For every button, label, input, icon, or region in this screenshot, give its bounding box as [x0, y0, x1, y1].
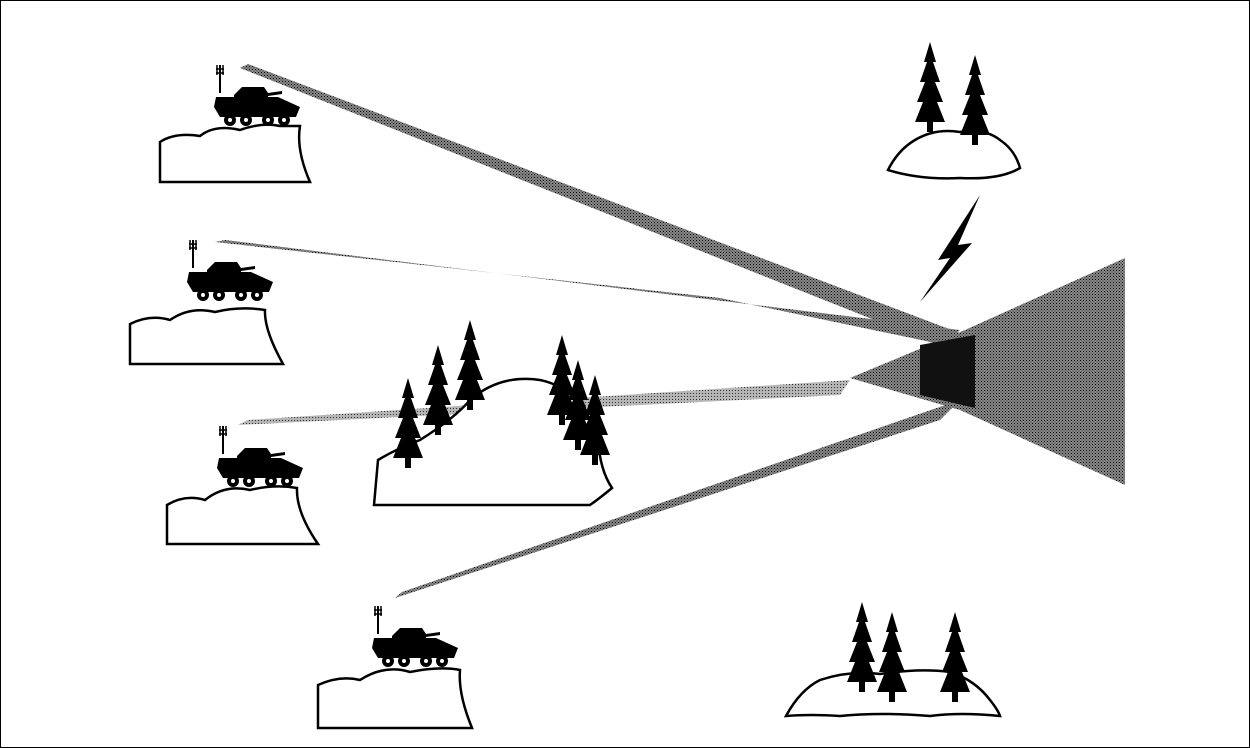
hill-icon	[888, 131, 1020, 178]
forest-hill-top-right	[888, 42, 1020, 178]
tree-icon	[455, 320, 485, 410]
hill-icon	[160, 125, 310, 182]
tree-icon	[877, 612, 907, 702]
tree-icon	[847, 602, 877, 692]
beam-1	[240, 64, 965, 350]
tree-icon	[915, 42, 945, 132]
vehicle-unit-2	[130, 240, 283, 364]
vehicle-unit-4	[318, 606, 472, 728]
tree-icon	[393, 378, 423, 468]
jammer-cone	[850, 258, 1125, 485]
vehicle-unit-3	[167, 426, 318, 544]
lightning-icon	[920, 195, 980, 302]
forest-hill-center	[374, 320, 612, 505]
tree-icon	[423, 345, 453, 435]
hill-icon	[130, 308, 283, 364]
tree-icon	[960, 55, 990, 145]
hill-icon	[167, 486, 318, 544]
tree-icon	[940, 612, 970, 702]
vehicle-icon	[217, 426, 303, 487]
vehicle-icon	[187, 240, 273, 301]
vehicle-icon	[372, 606, 458, 667]
forest-hill-bottom-right	[786, 602, 1000, 716]
hill-icon	[318, 668, 472, 728]
